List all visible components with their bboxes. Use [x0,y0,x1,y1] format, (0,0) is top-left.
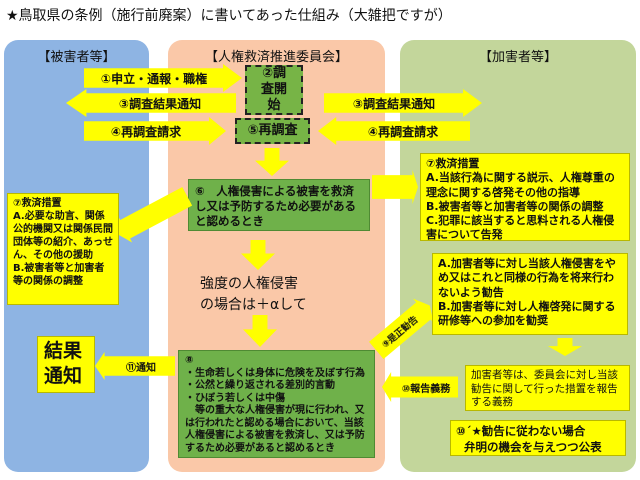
step10-arrow: ⑩報告義務 [382,372,458,402]
step8-item: ・公然と繰り返される差別的言動 [185,380,335,391]
page-title: ★鳥取県の条例（施行前廃案）に書いてあった仕組み（大雑把ですが） [6,8,452,24]
report-duty-box: 加害者等は、委員会に対し当該勧告に関して行った措置を報告する義務 [465,365,630,411]
victim-panel-title: 【被害者等】 [37,50,116,65]
step1-arrow: ①申立・通報・職権 [84,64,242,92]
recommendation-item: B.加害者等に対し人権啓発に関する研修等への参加を勧奨 [438,299,616,328]
victim-remedy-box: ⑦救済措置 A.必要な助言、関係公的機関又は関係民間団体等の紹介、あっせん、その… [7,193,119,305]
offender-panel-title: 【加害者等】 [478,50,557,65]
victim-remedy-item: B.被害者等と加害者等の関係の調整 [13,263,105,287]
offender-remedy-box: ⑦救済措置 A.当該行為に関する説示、人権尊重の理念に関する啓発その他の指導 B… [420,153,630,241]
severe-case-line: の場合は＋αして [200,297,307,313]
step4-right-arrow: ④再調査請求 [318,117,470,145]
step6-box: ⑥ 人権侵害による被害を救済し又は予防するため必要があると認めるとき [188,179,370,231]
victim-remedy-heading: ⑦救済措置 [13,198,62,209]
step8-heading: ⑧ [185,355,194,366]
recommendation-box: A.加害者等に対し当該人権侵害をやめ又はこれと同様の行為を将来行わないよう勧告 … [432,253,628,335]
committee-panel-title: 【人権救済推進委員会】 [204,50,348,65]
arrow-to-offender-remedy [372,170,418,204]
publication-line: 弁明の機会を与えつつ公表 [464,439,602,454]
severe-case-text: 強度の人権侵害 の場合は＋αして [200,274,307,316]
step8-box: ⑧ ・生命若しくは身体に危険を及ぼす行為 ・公然と繰り返される差別的言動 ・ひぼ… [178,350,375,458]
result-notice-box: 結果通知 [37,336,95,393]
offender-remedy-heading: ⑦救済措置 [426,157,480,170]
step8-item: ・ひぼう若しくは中傷 [185,392,285,404]
step2-box: ②調査開始 [245,65,303,115]
step5-box: ⑤再調査 [235,118,310,144]
victim-remedy-item: A.必要な助言、関係公的機関又は関係民間団体等の紹介、あっせん、その他の援助 [13,211,113,261]
severe-case-line: 強度の人権侵害 [200,276,298,292]
step3-left-arrow: ③調査結果通知 [66,89,236,117]
publication-line: ⑩´★勧告に従わない場合 [456,424,586,438]
step8-item: 等の重大な人権侵害が現に行われ、又は行われたと認める場合において、当該人権侵害に… [185,405,365,454]
step8-item: ・生命若しくは身体に危険を及ぼす行為 [185,367,365,379]
step3-right-arrow: ③調査結果通知 [324,89,482,117]
offender-remedy-item: B.被害者等と加害者等の関係の調整 [426,199,604,213]
offender-remedy-item: C.犯罪に該当すると思料される人権侵害について告発 [426,214,615,242]
publication-box: ⑩´★勧告に従わない場合 弁明の機会を与えつつ公表 [450,420,626,456]
recommendation-item: A.加害者等に対し当該人権侵害をやめ又はこれと同様の行為を将来行わないよう勧告 [438,257,616,299]
step4-left-arrow: ④再調査請求 [84,117,226,145]
step11-arrow: ⑪通知 [95,352,175,380]
offender-remedy-item: A.当該行為に関する説示、人権尊重の理念に関する啓発その他の指導 [426,171,615,199]
